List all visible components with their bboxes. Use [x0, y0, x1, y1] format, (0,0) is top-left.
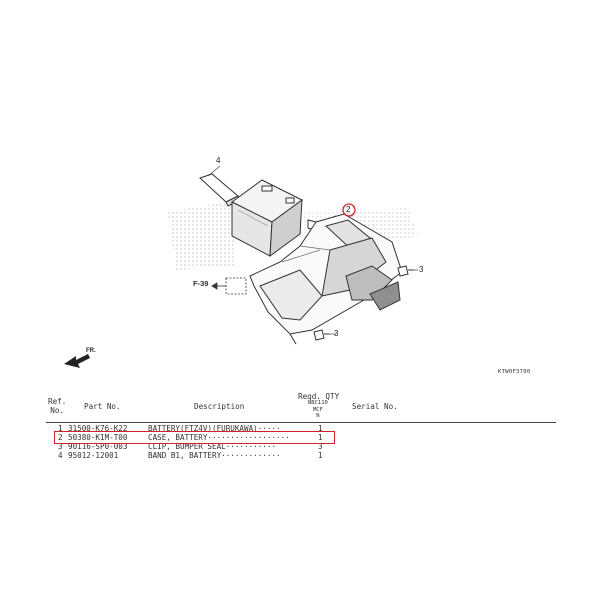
callout-3-right: 3 — [419, 265, 424, 274]
header-ref-no: Ref. No. — [48, 397, 67, 415]
table-row[interactable]: 1 31500-K76-K22 BATTERY(FTZ4V)(FURUKAWA)… — [52, 424, 323, 433]
table-row[interactable]: 2 50380-K1M-T00 CASE, BATTERY···········… — [52, 433, 323, 442]
parts-diagram: 4 2 3 3 F-39 FR. KTW0F3700 — [64, 156, 531, 375]
frame-reference-box — [211, 277, 247, 295]
header-reqd-qty: Reqd. QTY — [298, 392, 340, 401]
callout-leaders — [207, 165, 418, 335]
front-direction-arrow — [64, 354, 90, 368]
header-part-no: Part No. — [84, 402, 121, 411]
callout-3-bottom: 3 — [334, 329, 339, 338]
header-model: NBC110 MCF N — [308, 400, 328, 419]
row-description: CASE, BATTERY·················· — [148, 433, 290, 442]
row-part-no: 31500-K76-K22 — [68, 424, 128, 433]
table-row[interactable]: 4 95012-12001 BAND B1, BATTERY··········… — [52, 451, 323, 460]
row-qty: 1 — [318, 451, 323, 460]
row-description: BATTERY(FTZ4V)(FURUKAWA)····· — [148, 424, 281, 433]
row-ref: 4 — [58, 451, 63, 460]
header-serial-no: Serial No. — [352, 402, 398, 411]
row-ref: 1 — [58, 424, 63, 433]
row-ref: 2 — [58, 433, 63, 442]
highlighted-row-box — [54, 431, 335, 444]
row-description: CLIP, BUMPER SEAL··········· — [148, 442, 277, 451]
clip-part-bottom — [313, 329, 330, 341]
front-direction-label: FR. — [86, 348, 96, 354]
table-row[interactable]: 3 90116-SP0-003 CLIP, BUMPER SEAL·······… — [52, 442, 323, 451]
callout-circle-2 — [342, 203, 356, 217]
exploded-view-drawing — [64, 165, 418, 368]
battery-case-part — [249, 213, 403, 345]
row-part-no: 90116-SP0-003 — [68, 442, 128, 451]
header-divider — [46, 422, 556, 423]
frame-reference-label: F-39 — [193, 279, 209, 288]
row-qty: 1 — [318, 433, 323, 442]
diagram-code: KTW0F3700 — [498, 369, 531, 375]
header-description: Description — [194, 402, 245, 411]
row-description: BAND B1, BATTERY············· — [148, 451, 281, 460]
row-part-no: 50380-K1M-T00 — [68, 433, 128, 442]
row-ref: 3 — [58, 442, 63, 451]
battery-part — [231, 179, 303, 258]
row-part-no: 95012-12001 — [68, 451, 119, 460]
clip-part-right — [397, 265, 414, 277]
callout-2: 2 — [346, 205, 351, 214]
row-qty: 3 — [318, 442, 323, 451]
row-qty: 1 — [318, 424, 323, 433]
callout-4: 4 — [216, 156, 221, 165]
